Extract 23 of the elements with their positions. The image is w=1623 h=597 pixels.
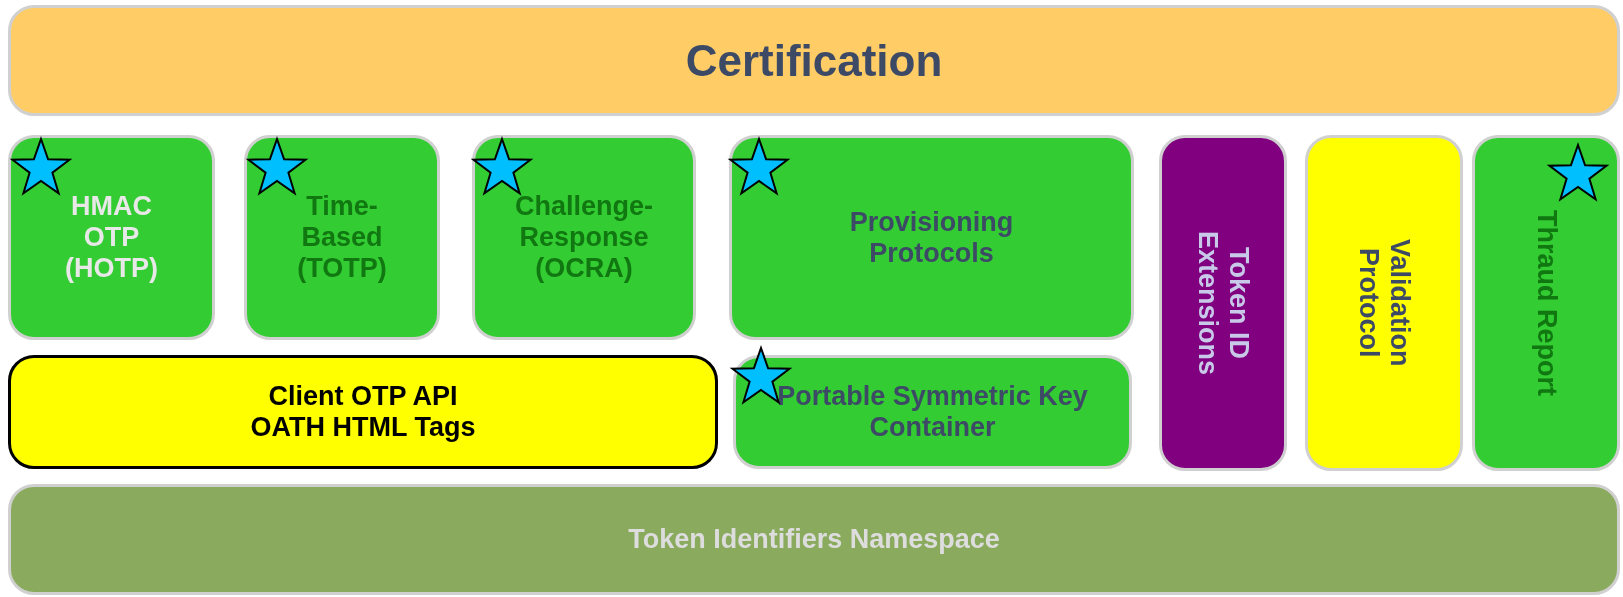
component-box [8, 135, 215, 340]
vertical-box [1159, 135, 1287, 471]
component-box [733, 355, 1132, 469]
box-label: HMAC OTP (HOTP) [64, 191, 159, 284]
box-label: Certification [684, 35, 944, 86]
box-label: Token Identifiers Namespace [627, 524, 1001, 555]
box-label: Thraud Report [1530, 210, 1563, 396]
box-label: OATH HTML Tags [249, 412, 477, 443]
box-label: Provisioning Protocols [848, 206, 1015, 269]
box-label: Client OTP API [267, 381, 459, 412]
component-box [244, 135, 440, 340]
component-box [472, 135, 696, 340]
component-box [8, 355, 718, 469]
component-box [8, 484, 1620, 595]
box-label: Challenge-Response (OCRA) [514, 191, 654, 284]
box-label: Portable Symmetric Key Container [776, 381, 1089, 443]
box-label: Token ID Extensions [1192, 229, 1255, 377]
component-box [729, 135, 1134, 340]
box-label: Validation Protocol [1353, 238, 1416, 369]
vertical-box [1305, 135, 1463, 471]
component-box [8, 5, 1620, 116]
vertical-box [1472, 135, 1620, 471]
box-label: Time-Based (TOTP) [296, 191, 388, 284]
